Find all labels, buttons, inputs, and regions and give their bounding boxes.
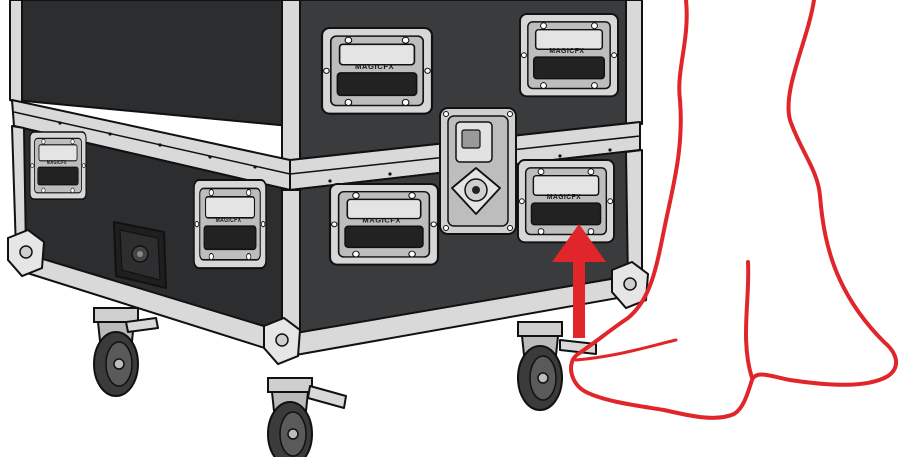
- lid-left-edge: [10, 0, 22, 104]
- brake-pedal-front-left: [308, 386, 346, 408]
- svg-text:MAGICFX: MAGICFX: [216, 216, 242, 224]
- base-handle-right: MAGICFX: [518, 160, 614, 242]
- side-handle-left: MAGICFX: [30, 132, 86, 199]
- svg-text:MAGICFX: MAGICFX: [362, 217, 401, 225]
- caster-front-left: [268, 378, 312, 457]
- svg-text:MAGICFX: MAGICFX: [547, 194, 581, 201]
- svg-text:MAGICFX: MAGICFX: [549, 48, 584, 55]
- svg-text:MAGICFX: MAGICFX: [47, 159, 67, 166]
- corner-cap-left: [8, 230, 44, 276]
- butterfly-latch: [440, 108, 516, 234]
- base-handle-left: MAGICFX: [330, 184, 438, 265]
- foot-crease: [746, 262, 752, 378]
- svg-text:MAGICFX: MAGICFX: [355, 62, 394, 71]
- corner-cap-front: [264, 318, 300, 364]
- lid-handle-left: MAGICFX: [322, 28, 432, 114]
- lid-corner-extrusion: [282, 0, 300, 160]
- lid-handle-right: MAGICFX: [520, 14, 618, 96]
- lid-right-edge: [626, 0, 642, 126]
- caster-front-right: [518, 322, 562, 410]
- side-connector-panel: [114, 222, 166, 288]
- side-handle-right: MAGICFX: [194, 180, 266, 268]
- lid-left-panel: [14, 0, 290, 126]
